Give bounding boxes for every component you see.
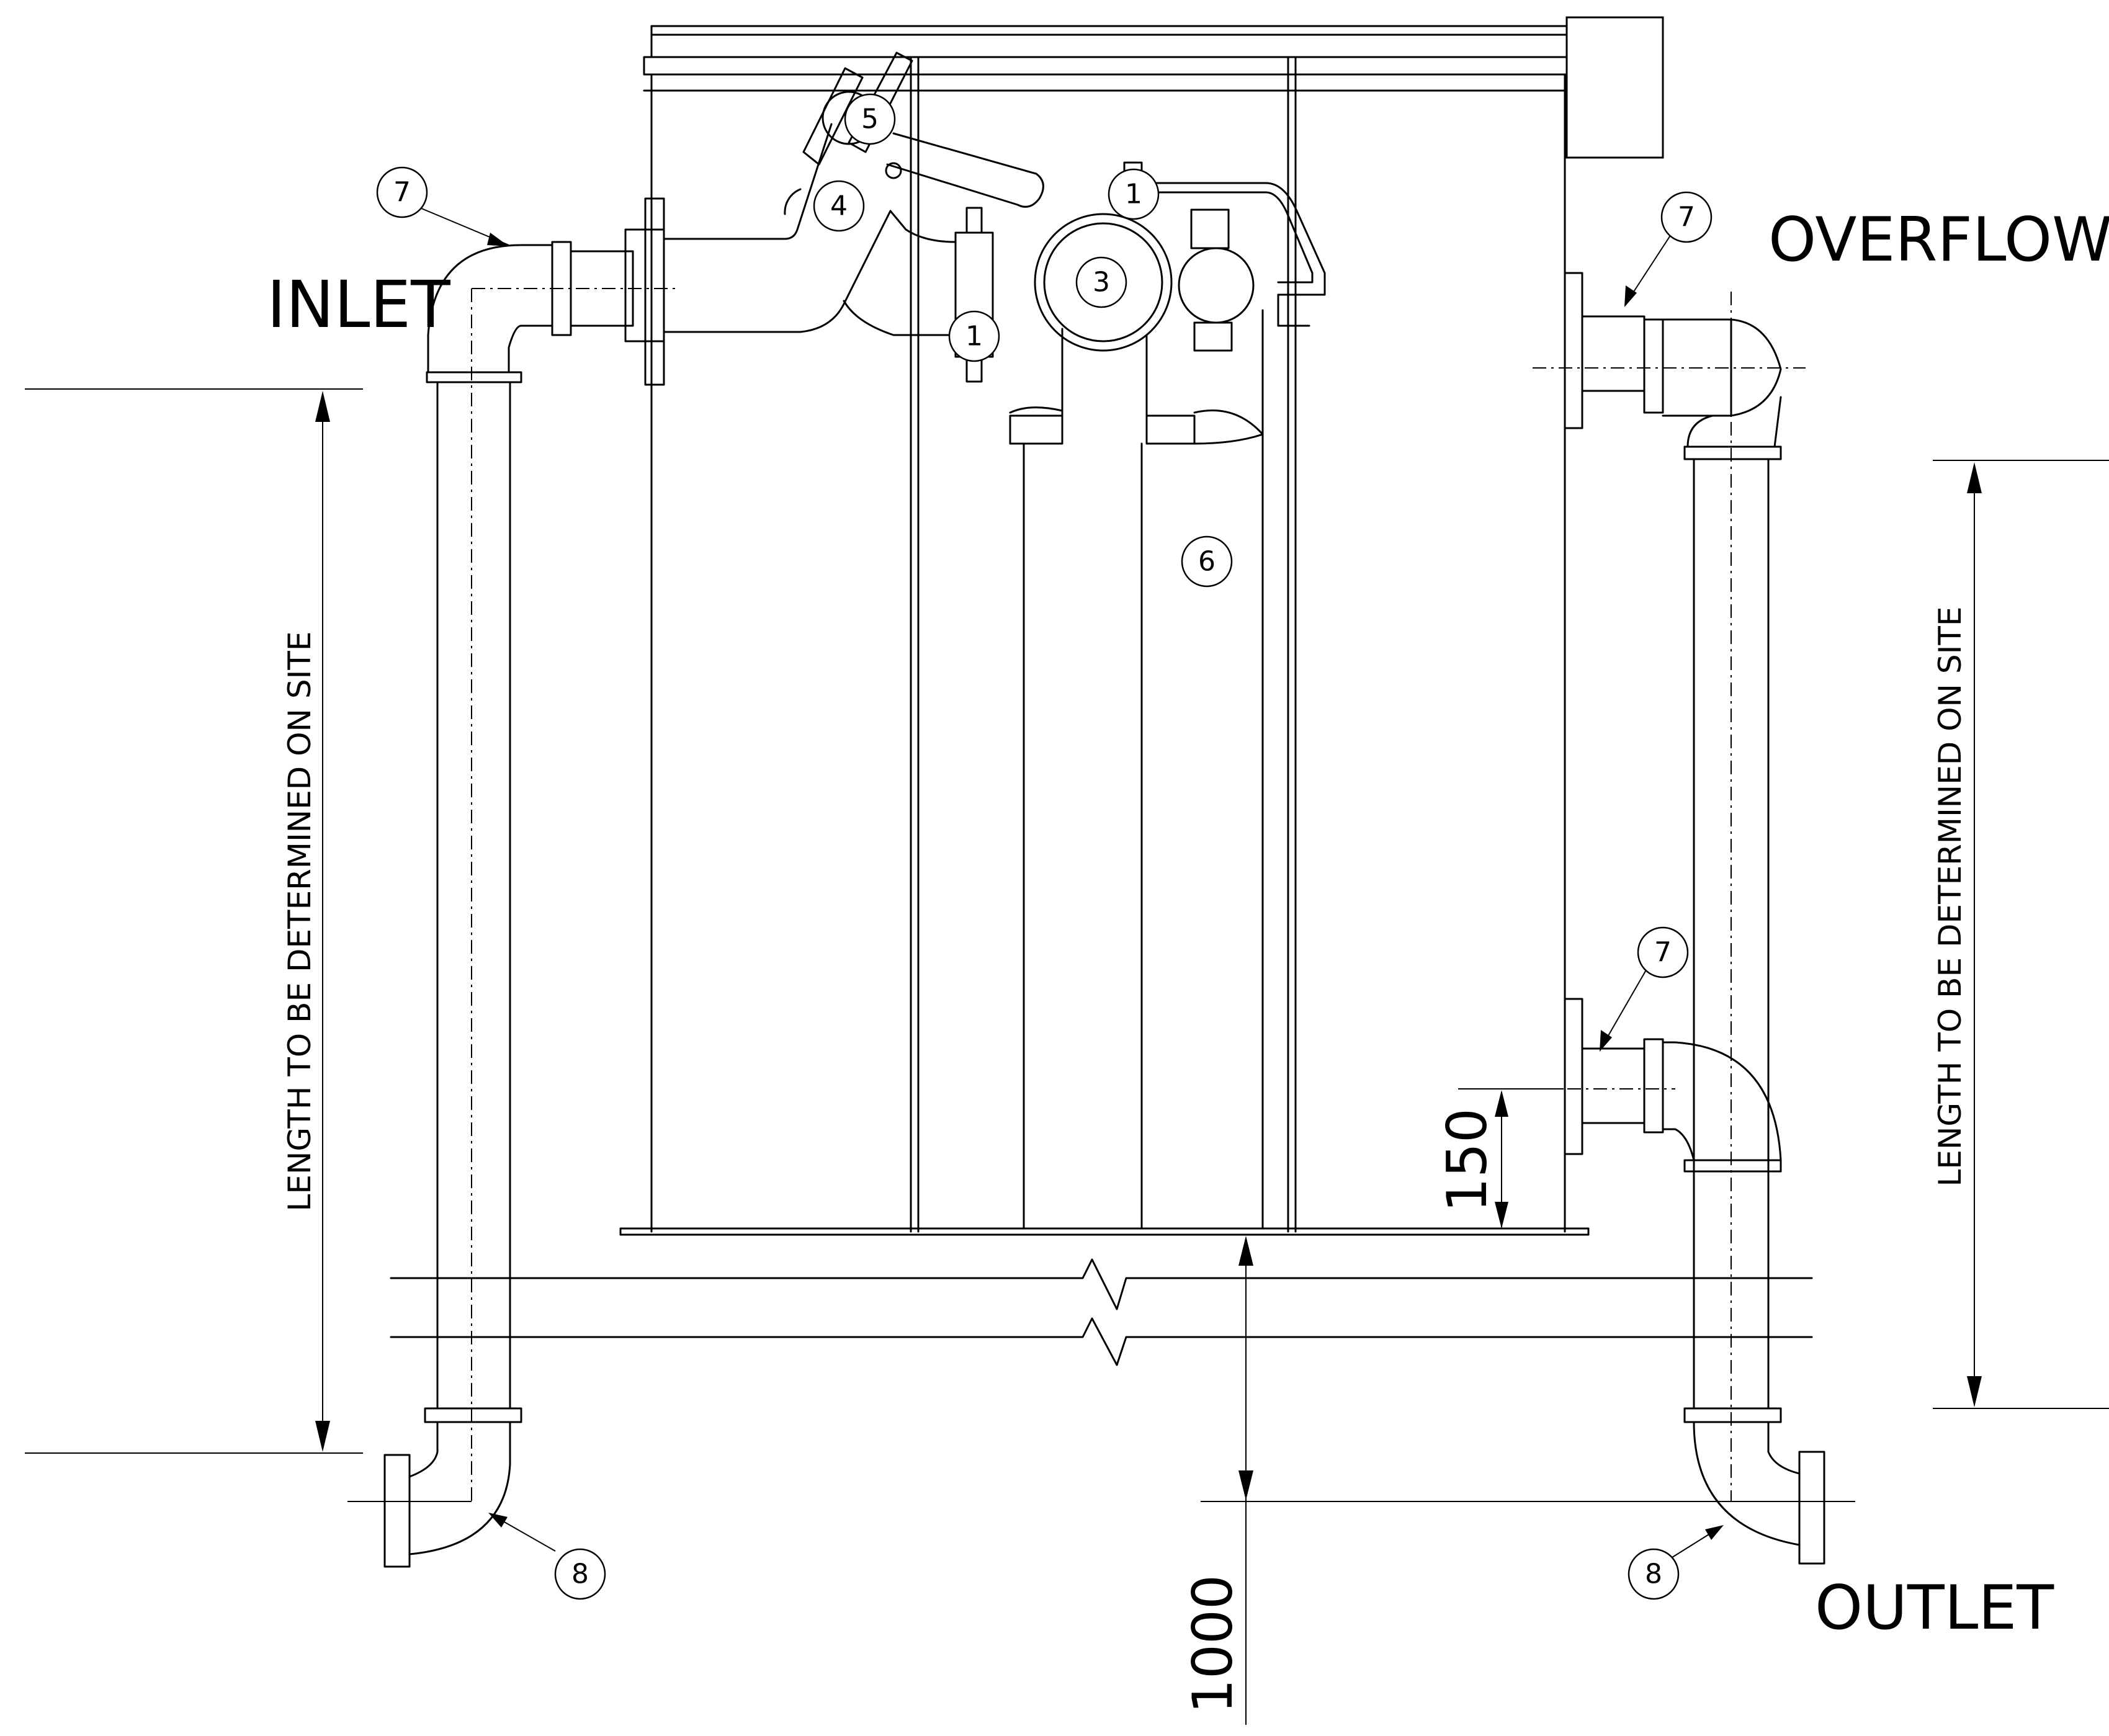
- outlet-elbow-side: [1489, 998, 1782, 1173]
- inlet-label: INLET: [267, 267, 450, 342]
- callout-left-bottom-elbow-text: 8: [571, 1559, 589, 1590]
- right-bottom-elbow: [1693, 1421, 1855, 1565]
- dim-150-lines: [1458, 1088, 1564, 1228]
- callout-pivot: 5: [844, 93, 896, 145]
- outlet-label: OUTLET: [1815, 1573, 2054, 1644]
- callout-column-text: 6: [1198, 546, 1216, 578]
- callout-pump: 3: [1075, 256, 1127, 308]
- pump-assembly: [1009, 161, 1326, 1230]
- callout-outlet-elbow: 7: [1637, 926, 1689, 978]
- callout-float-valve-lower: 1: [948, 310, 1000, 362]
- callout-column: 6: [1181, 535, 1233, 588]
- callout-inlet-pipe: 4: [813, 180, 865, 232]
- callout-inlet-pipe-text: 4: [830, 190, 848, 222]
- callout-right-bottom-elbow-text: 8: [1645, 1559, 1662, 1590]
- ground-break-lines: [390, 1258, 1813, 1366]
- right-dimension: [1933, 460, 2109, 1409]
- right-vertical-pipe: [1683, 458, 1782, 1423]
- callout-inlet-elbow: 7: [376, 166, 428, 218]
- dim-1000-lines: [1201, 1236, 1855, 1725]
- left-dimension: [25, 388, 363, 1454]
- inlet-elbow: [426, 241, 676, 1501]
- overflow-elbow: [1533, 272, 1806, 1501]
- callout-inlet-elbow-text: 7: [393, 177, 411, 208]
- left-vertical-pipe: [347, 381, 522, 1568]
- right-length-label: LENGTH TO BE DETERMINED ON SITE: [1932, 607, 1968, 1187]
- dim-150-label: 150: [1435, 1108, 1499, 1212]
- leader-lines: [412, 204, 1724, 1558]
- dim-1000-label: 1000: [1181, 1575, 1245, 1714]
- callout-right-bottom-elbow: 8: [1628, 1548, 1680, 1600]
- callout-float-valve-upper: 1: [1108, 168, 1160, 220]
- callout-overflow-elbow: 7: [1660, 191, 1713, 243]
- inlet-pipe-assembly: [624, 51, 1044, 386]
- overflow-label: OVERFLOW: [1768, 205, 2109, 275]
- callout-left-bottom-elbow: 8: [554, 1548, 606, 1600]
- callout-outlet-elbow-text: 7: [1654, 937, 1672, 969]
- left-length-label: LENGTH TO BE DETERMINED ON SITE: [282, 632, 318, 1212]
- callout-overflow-elbow-text: 7: [1678, 202, 1695, 233]
- callout-float-valve-upper-text: 1: [1125, 179, 1142, 210]
- callout-pivot-text: 5: [861, 104, 879, 135]
- callout-float-valve-lower-text: 1: [965, 321, 983, 352]
- callout-pump-text: 3: [1093, 267, 1110, 298]
